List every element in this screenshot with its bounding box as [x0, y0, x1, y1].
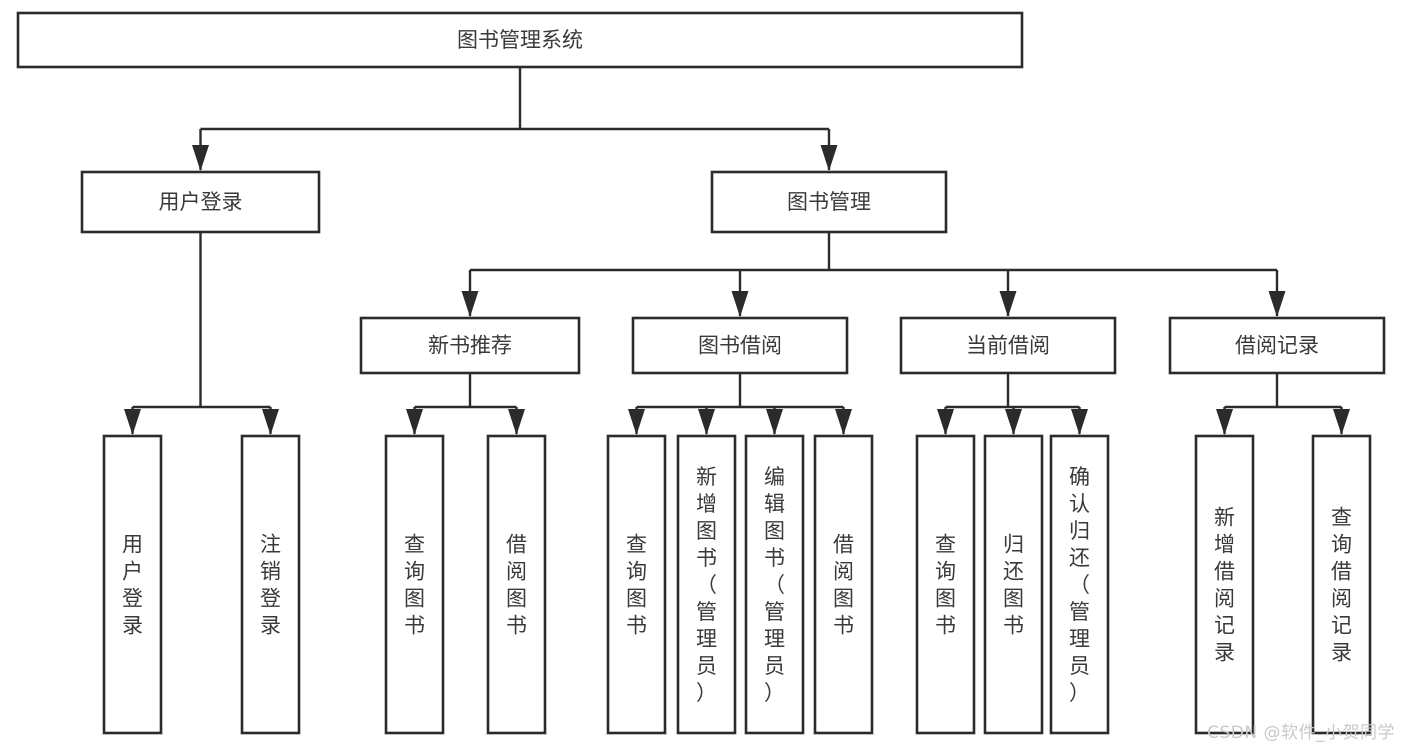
node-leaf-2-box[interactable]: [384, 434, 445, 735]
arrow-to-leaf-borrow-1: [698, 409, 715, 435]
node-leaf-1[interactable]: 注销登录: [240, 434, 301, 735]
node-leaf-9-box[interactable]: [983, 434, 1044, 735]
node-level3-0[interactable]: 新书推荐: [359, 316, 581, 375]
node-leaf-5-box[interactable]: [676, 434, 737, 735]
node-leaf-8-label: 查询图书: [935, 533, 956, 638]
node-leaf-4-label: 查询图书: [626, 533, 647, 638]
node-leaf-11[interactable]: 新增借阅记录: [1194, 434, 1255, 735]
node-leaf-10-label: 确认归还（管理员）: [1069, 465, 1090, 705]
node-level2-1[interactable]: 图书管理: [710, 170, 948, 234]
arrow-to-level3-3: [1268, 291, 1286, 317]
node-level2-1-label: 图书管理: [787, 190, 871, 214]
node-level3-1-label: 图书借阅: [698, 334, 782, 358]
node-leaf-2-label: 查询图书: [404, 533, 425, 638]
csdn-watermark: CSDN @软件_小贺同学: [1207, 723, 1395, 743]
node-leaf-1-label: 注销登录: [260, 533, 281, 638]
node-leaf-6[interactable]: 编辑图书（管理员）: [744, 434, 805, 735]
node-leaf-12-label: 查询借阅记录: [1331, 506, 1352, 665]
node-leaf-6-label: 编辑图书（管理员）: [764, 465, 785, 705]
arrow-to-leaf-current-0: [937, 409, 954, 435]
node-level2-0-box[interactable]: [80, 170, 321, 234]
arrow-to-leaf-recommend-0: [406, 409, 423, 435]
node-root-box[interactable]: [16, 11, 1024, 69]
arrow-to-level3-0: [461, 291, 479, 317]
node-leaf-0-label: 用户登录: [122, 533, 143, 638]
arrow-to-leaf-borrow-0: [628, 409, 645, 435]
node-leaf-9[interactable]: 归还图书: [983, 434, 1044, 735]
arrow-to-leaf-records-0: [1216, 409, 1233, 435]
node-leaf-5-label: 新增图书（管理员）: [696, 465, 717, 705]
arrow-to-level2-1: [820, 145, 838, 171]
node-leaf-0-box[interactable]: [102, 434, 163, 735]
node-leaf-3-box[interactable]: [486, 434, 547, 735]
arrow-to-level3-2: [999, 291, 1017, 317]
node-leaf-11-label: 新增借阅记录: [1214, 506, 1235, 665]
node-level3-1-box[interactable]: [631, 316, 849, 375]
node-leaf-11-box[interactable]: [1194, 434, 1255, 735]
node-level3-2-label: 当前借阅: [966, 334, 1050, 358]
node-leaf-7-label: 借阅图书: [833, 533, 854, 638]
node-leaf-8-box[interactable]: [915, 434, 976, 735]
node-leaf-7-box[interactable]: [813, 434, 874, 735]
node-leaf-6-box[interactable]: [744, 434, 805, 735]
node-leaf-10-box[interactable]: [1049, 434, 1110, 735]
node-leaf-4-box[interactable]: [606, 434, 667, 735]
node-level2-0-label: 用户登录: [159, 190, 243, 214]
arrow-to-leaf-login-1: [262, 409, 279, 435]
node-level3-0-label: 新书推荐: [428, 334, 512, 358]
node-level3-1[interactable]: 图书借阅: [631, 316, 849, 375]
node-leaf-12-box[interactable]: [1311, 434, 1372, 735]
arrow-to-leaf-records-1: [1333, 409, 1350, 435]
node-leaf-1-box[interactable]: [240, 434, 301, 735]
arrow-to-leaf-recommend-1: [508, 409, 525, 435]
connector-layer: [124, 67, 1350, 435]
node-level3-3[interactable]: 借阅记录: [1168, 316, 1386, 375]
node-leaf-4[interactable]: 查询图书: [606, 434, 667, 735]
arrow-to-leaf-current-2: [1071, 409, 1088, 435]
node-level3-2-box[interactable]: [899, 316, 1117, 375]
arrow-to-level2-0: [192, 145, 209, 171]
node-leaf-3[interactable]: 借阅图书: [486, 434, 547, 735]
node-leaf-2[interactable]: 查询图书: [384, 434, 445, 735]
node-root[interactable]: 图书管理系统: [16, 11, 1024, 69]
node-level3-3-box[interactable]: [1168, 316, 1386, 375]
node-level3-0-box[interactable]: [359, 316, 581, 375]
node-leaf-5[interactable]: 新增图书（管理员）: [676, 434, 737, 735]
node-level3-2[interactable]: 当前借阅: [899, 316, 1117, 375]
arrow-to-leaf-login-0: [124, 409, 141, 435]
node-leaf-12[interactable]: 查询借阅记录: [1311, 434, 1372, 735]
arrow-to-leaf-borrow-3: [835, 409, 852, 435]
arrow-to-level3-1: [731, 291, 749, 317]
node-leaf-10[interactable]: 确认归还（管理员）: [1049, 434, 1110, 735]
node-level2-1-box[interactable]: [710, 170, 948, 234]
node-leaf-3-label: 借阅图书: [506, 533, 527, 638]
node-level3-3-label: 借阅记录: [1235, 334, 1319, 358]
node-leaf-8[interactable]: 查询图书: [915, 434, 976, 735]
arrow-to-leaf-borrow-2: [766, 409, 783, 435]
node-leaf-0[interactable]: 用户登录: [102, 434, 163, 735]
node-root-label: 图书管理系统: [457, 28, 583, 52]
node-level2-0[interactable]: 用户登录: [80, 170, 321, 234]
node-leaf-7[interactable]: 借阅图书: [813, 434, 874, 735]
arrow-to-leaf-current-1: [1005, 409, 1022, 435]
node-layer: 图书管理系统用户登录图书管理新书推荐图书借阅当前借阅借阅记录用户登录注销登录查询…: [16, 11, 1386, 735]
node-leaf-9-label: 归还图书: [1003, 533, 1024, 638]
